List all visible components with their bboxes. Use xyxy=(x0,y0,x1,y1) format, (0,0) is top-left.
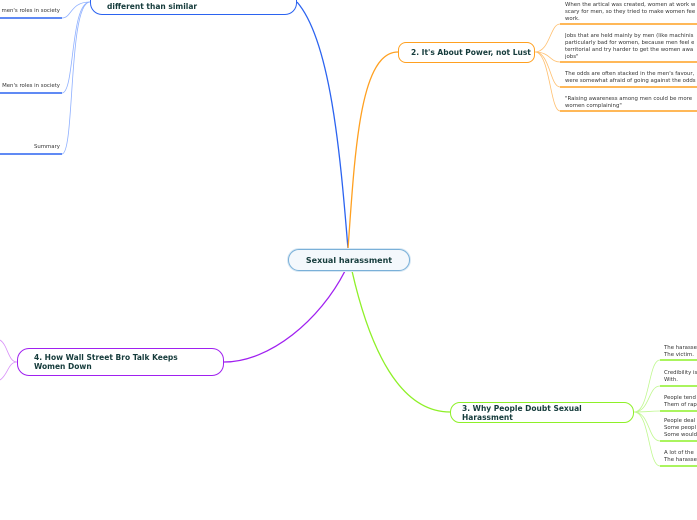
subtopic-3-2[interactable]: Credibility is With. xyxy=(664,370,697,383)
subtopic-3-4[interactable]: People deal Some peopl Some would xyxy=(664,418,697,438)
subtopic-1-1[interactable]: men's roles in society xyxy=(1,8,60,14)
topic-3[interactable]: 3. Why People Doubt Sexual Harassment xyxy=(450,402,634,423)
subtopic-2-2[interactable]: Jobs that are held mainly by men (like m… xyxy=(565,33,695,60)
subtopic-1-3[interactable]: Summary xyxy=(33,144,60,150)
subtopic-3-5[interactable]: A lot of the The harasse xyxy=(664,450,697,463)
subtopic-1-2[interactable]: Men's roles in society xyxy=(2,83,60,89)
subtopic-2-4[interactable]: "Raising awareness among men could be mo… xyxy=(565,96,693,109)
subtopic-3-1[interactable]: The harasse The victim. xyxy=(664,345,697,358)
topic-1[interactable]: different than similar xyxy=(90,0,297,15)
central-topic[interactable]: Sexual harassment xyxy=(288,249,410,271)
subtopic-2-1[interactable]: When the artical was created, women at w… xyxy=(565,2,696,22)
subtopic-2-3[interactable]: The odds are often stacked in the men's … xyxy=(565,71,696,84)
topic-4[interactable]: 4. How Wall Street Bro Talk Keeps Women … xyxy=(17,348,224,376)
subtopic-3-3[interactable]: People tend Them of rap xyxy=(664,395,697,408)
topic-2[interactable]: 2. It's About Power, not Lust xyxy=(398,42,535,63)
